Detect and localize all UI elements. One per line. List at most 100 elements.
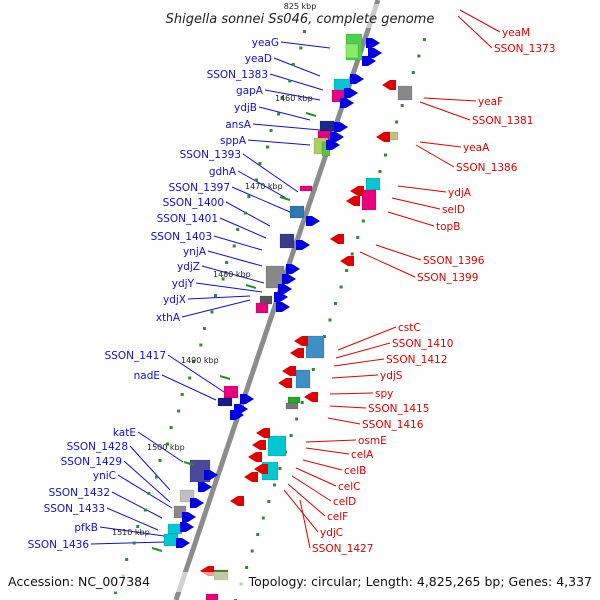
tick-dot <box>250 549 254 553</box>
minus-strand-arrow <box>330 234 344 244</box>
tick-dot <box>350 252 354 256</box>
plus-strand-arrow <box>368 48 382 58</box>
tick-dot <box>114 591 118 594</box>
plus-strand-arrow <box>276 302 290 312</box>
left-connector <box>219 217 267 239</box>
tick-dot <box>291 63 295 66</box>
feature-blocks <box>163 33 413 600</box>
plus-strand-arrow <box>278 284 292 294</box>
right-connector <box>359 251 416 278</box>
tick-dot <box>221 277 225 281</box>
right-connector <box>329 392 374 395</box>
tick-mark <box>305 112 317 117</box>
left-gene-label: SSON_1393 <box>180 149 241 161</box>
left-connector <box>123 460 171 503</box>
left-connector <box>201 265 265 284</box>
tick-dot <box>191 360 195 363</box>
right-connector <box>302 459 343 471</box>
right-connector <box>283 489 319 533</box>
tick-dot <box>266 145 270 149</box>
minus-strand-arrow <box>340 256 354 266</box>
plus-strand-arrow <box>344 88 358 98</box>
gene-labels: yeaGyeaDSSON_1383gapAydjBansAsppASSON_13… <box>28 27 556 555</box>
right-connector <box>459 9 501 33</box>
tick-dot <box>166 442 170 446</box>
left-connector <box>237 170 287 199</box>
minus-strand-arrow <box>376 132 390 142</box>
feature-block <box>289 205 305 219</box>
left-gene-label: ydjB <box>234 102 257 114</box>
footer-backdrop <box>0 572 600 592</box>
left-gene-label: sppA <box>220 135 247 147</box>
feature-block <box>397 85 413 101</box>
left-gene-label: gdhA <box>209 166 237 178</box>
title-partial-tick: 825 kbp <box>284 2 317 11</box>
tick-dot <box>261 516 265 520</box>
left-connector <box>264 89 321 101</box>
gene-arrows <box>176 38 396 576</box>
tick-dot <box>269 129 273 132</box>
plus-strand-arrow <box>198 482 212 492</box>
left-connector <box>242 153 299 193</box>
tick-dot <box>225 261 229 264</box>
left-gene-label: SSON_1433 <box>44 503 105 515</box>
tick-dot <box>378 170 382 173</box>
right-connector <box>327 417 361 425</box>
tick-dot <box>356 236 360 239</box>
right-gene-label: ydjS <box>380 370 403 382</box>
right-gene-label: SSON_1373 <box>494 43 555 55</box>
left-connector <box>252 123 321 131</box>
plus-strand-arrow <box>182 512 196 522</box>
feature-block <box>205 593 219 600</box>
right-connector <box>333 358 385 367</box>
right-connector <box>329 405 367 409</box>
feature-block <box>365 177 381 191</box>
tick-label: 1460 kbp <box>275 94 313 103</box>
feature-block <box>305 335 325 359</box>
right-connector <box>305 447 350 455</box>
right-connector <box>457 15 493 49</box>
right-gene-label: spy <box>375 388 393 400</box>
feature-block <box>285 402 299 410</box>
left-connector <box>195 282 263 293</box>
right-gene-label: SSON_1427 <box>312 543 373 555</box>
left-connector <box>99 526 165 537</box>
tick-dot <box>277 112 281 116</box>
left-connector <box>207 250 263 267</box>
tick-dot <box>417 54 421 58</box>
tick-dot <box>132 541 136 545</box>
tick-dot <box>136 525 140 528</box>
right-connector <box>375 244 422 261</box>
plus-strand-arrow <box>334 122 348 132</box>
left-gene-label: ydjX <box>163 294 186 306</box>
feature-block <box>217 397 233 407</box>
left-gene-label: SSON_1397 <box>169 182 230 194</box>
minus-strand-arrow <box>382 80 396 90</box>
left-gene-label: SSON_1401 <box>157 213 218 225</box>
tick-dot <box>247 195 251 198</box>
feature-block <box>267 435 287 457</box>
left-gene-label: gapA <box>236 85 264 97</box>
plus-strand-arrow <box>190 498 204 508</box>
right-connector <box>387 211 435 227</box>
left-gene-label: SSON_1403 <box>151 231 212 243</box>
right-gene-label: SSON_1410 <box>392 338 453 350</box>
minus-strand-arrow <box>254 464 268 474</box>
right-gene-label: SSON_1386 <box>456 162 518 174</box>
left-gene-label: ynjA <box>183 246 207 258</box>
left-connector <box>161 374 217 401</box>
left-connector <box>258 106 311 121</box>
right-gene-label: celD <box>333 496 356 508</box>
tick-dot <box>302 30 306 33</box>
right-connector <box>287 483 326 517</box>
minus-strand-arrow <box>256 428 270 438</box>
connector-lines <box>90 9 501 549</box>
right-connector <box>295 467 337 487</box>
feature-block <box>167 523 183 535</box>
tick-dot <box>311 368 315 371</box>
right-gene-label: ydjC <box>320 527 343 539</box>
right-gene-label: celA <box>351 449 374 461</box>
plus-strand-arrow <box>230 410 244 420</box>
minus-strand-arrow <box>346 196 360 206</box>
